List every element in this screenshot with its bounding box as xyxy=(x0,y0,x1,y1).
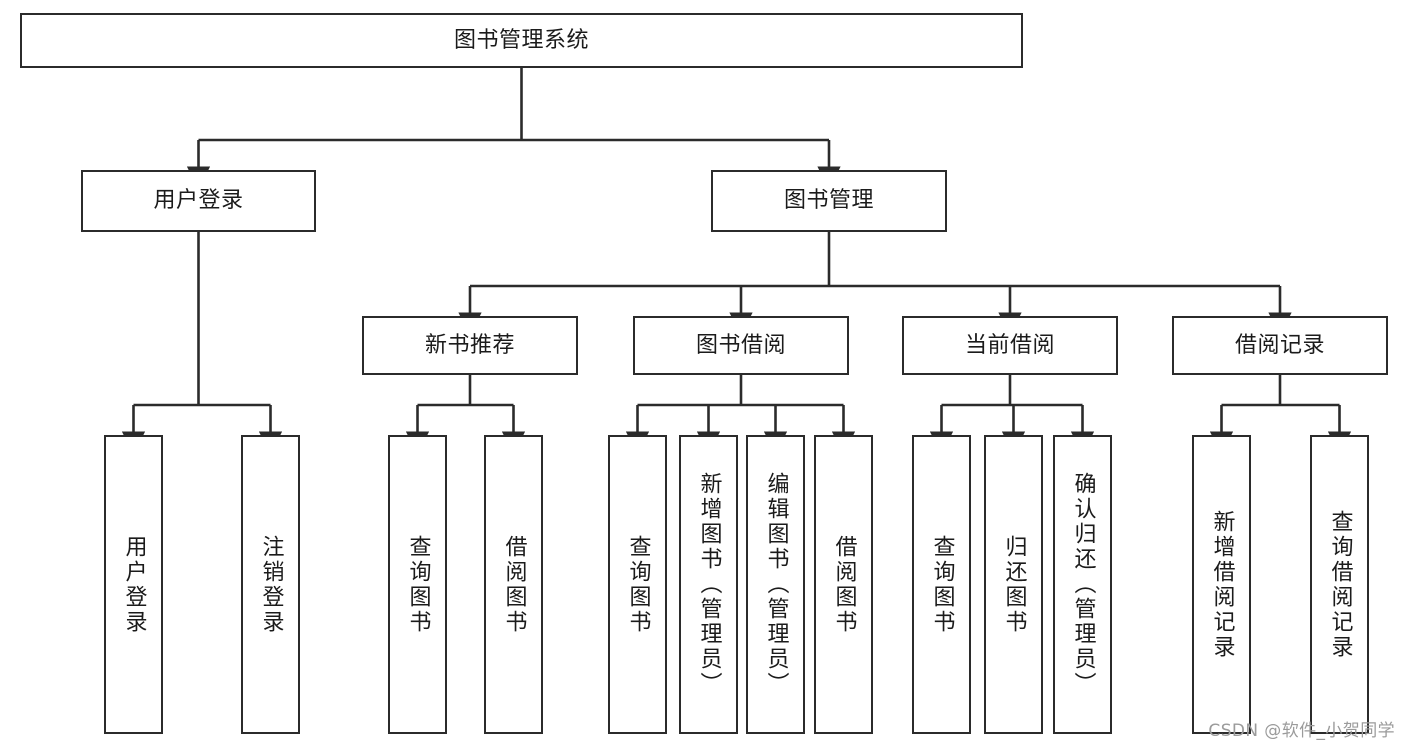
node-leaf-return-book: 归还图书 xyxy=(984,435,1043,734)
node-leaf-query-book-current: 查询图书 xyxy=(912,435,971,734)
node-label-leaf-borrow-book-recommend: 借阅图书 xyxy=(501,534,527,635)
node-label-new-book-recommend: 新书推荐 xyxy=(424,332,515,358)
node-leaf-query-book-recommend: 查询图书 xyxy=(388,435,447,734)
node-user-login: 用户登录 xyxy=(81,170,316,232)
node-label-leaf-add-borrow-record: 新增借阅记录 xyxy=(1209,509,1235,660)
node-leaf-confirm-return: 确认归还（管理员） xyxy=(1053,435,1112,734)
node-label-leaf-return-book: 归还图书 xyxy=(1001,534,1027,635)
node-label-leaf-user-logout: 注销登录 xyxy=(258,534,284,635)
node-label-user-login: 用户登录 xyxy=(153,188,244,214)
node-label-borrow-record: 借阅记录 xyxy=(1234,332,1325,358)
node-leaf-borrow-book: 借阅图书 xyxy=(814,435,873,734)
node-borrow-record: 借阅记录 xyxy=(1172,316,1388,375)
node-book-manage: 图书管理 xyxy=(711,170,947,232)
node-leaf-query-book-borrow: 查询图书 xyxy=(608,435,667,734)
node-new-book-recommend: 新书推荐 xyxy=(362,316,578,375)
node-label-leaf-add-book: 新增图书（管理员） xyxy=(696,472,722,697)
node-label-book-manage: 图书管理 xyxy=(783,188,874,214)
node-label-leaf-user-login: 用户登录 xyxy=(121,534,147,635)
node-label-root: 图书管理系统 xyxy=(453,27,589,53)
node-label-leaf-borrow-book: 借阅图书 xyxy=(831,534,857,635)
node-current-borrow: 当前借阅 xyxy=(902,316,1118,375)
node-label-leaf-query-borrow-record: 查询借阅记录 xyxy=(1327,509,1353,660)
node-root: 图书管理系统 xyxy=(20,13,1023,68)
node-book-borrow: 图书借阅 xyxy=(633,316,849,375)
node-label-leaf-query-book-recommend: 查询图书 xyxy=(405,534,431,635)
node-label-leaf-query-book-borrow: 查询图书 xyxy=(625,534,651,635)
node-label-leaf-confirm-return: 确认归还（管理员） xyxy=(1070,472,1096,697)
node-leaf-user-login: 用户登录 xyxy=(104,435,163,734)
node-leaf-add-book: 新增图书（管理员） xyxy=(679,435,738,734)
node-leaf-query-borrow-record: 查询借阅记录 xyxy=(1310,435,1369,734)
node-leaf-user-logout: 注销登录 xyxy=(241,435,300,734)
node-label-book-borrow: 图书借阅 xyxy=(695,332,786,358)
node-label-leaf-query-book-current: 查询图书 xyxy=(929,534,955,635)
node-leaf-borrow-book-recommend: 借阅图书 xyxy=(484,435,543,734)
node-label-current-borrow: 当前借阅 xyxy=(964,332,1055,358)
node-leaf-add-borrow-record: 新增借阅记录 xyxy=(1192,435,1251,734)
node-leaf-edit-book: 编辑图书（管理员） xyxy=(746,435,805,734)
node-label-leaf-edit-book: 编辑图书（管理员） xyxy=(763,472,789,697)
